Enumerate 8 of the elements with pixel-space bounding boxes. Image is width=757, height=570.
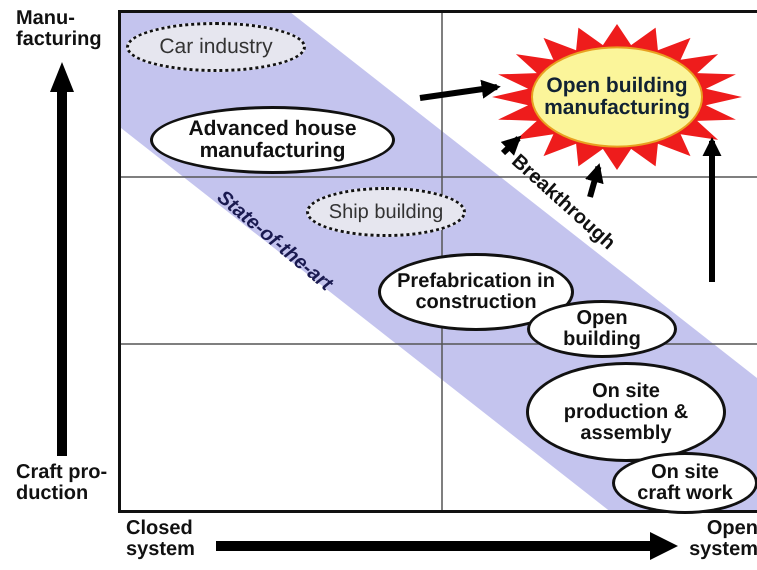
axis-label: Manu- facturing [16, 8, 103, 50]
axis-label: Open system [688, 518, 757, 560]
arrow [585, 163, 604, 198]
axis-label: Closed system [126, 518, 196, 560]
axis-label: Craft pro- duction [16, 462, 108, 504]
arrow [420, 80, 501, 101]
arrow [702, 137, 722, 282]
arrow [500, 136, 522, 156]
